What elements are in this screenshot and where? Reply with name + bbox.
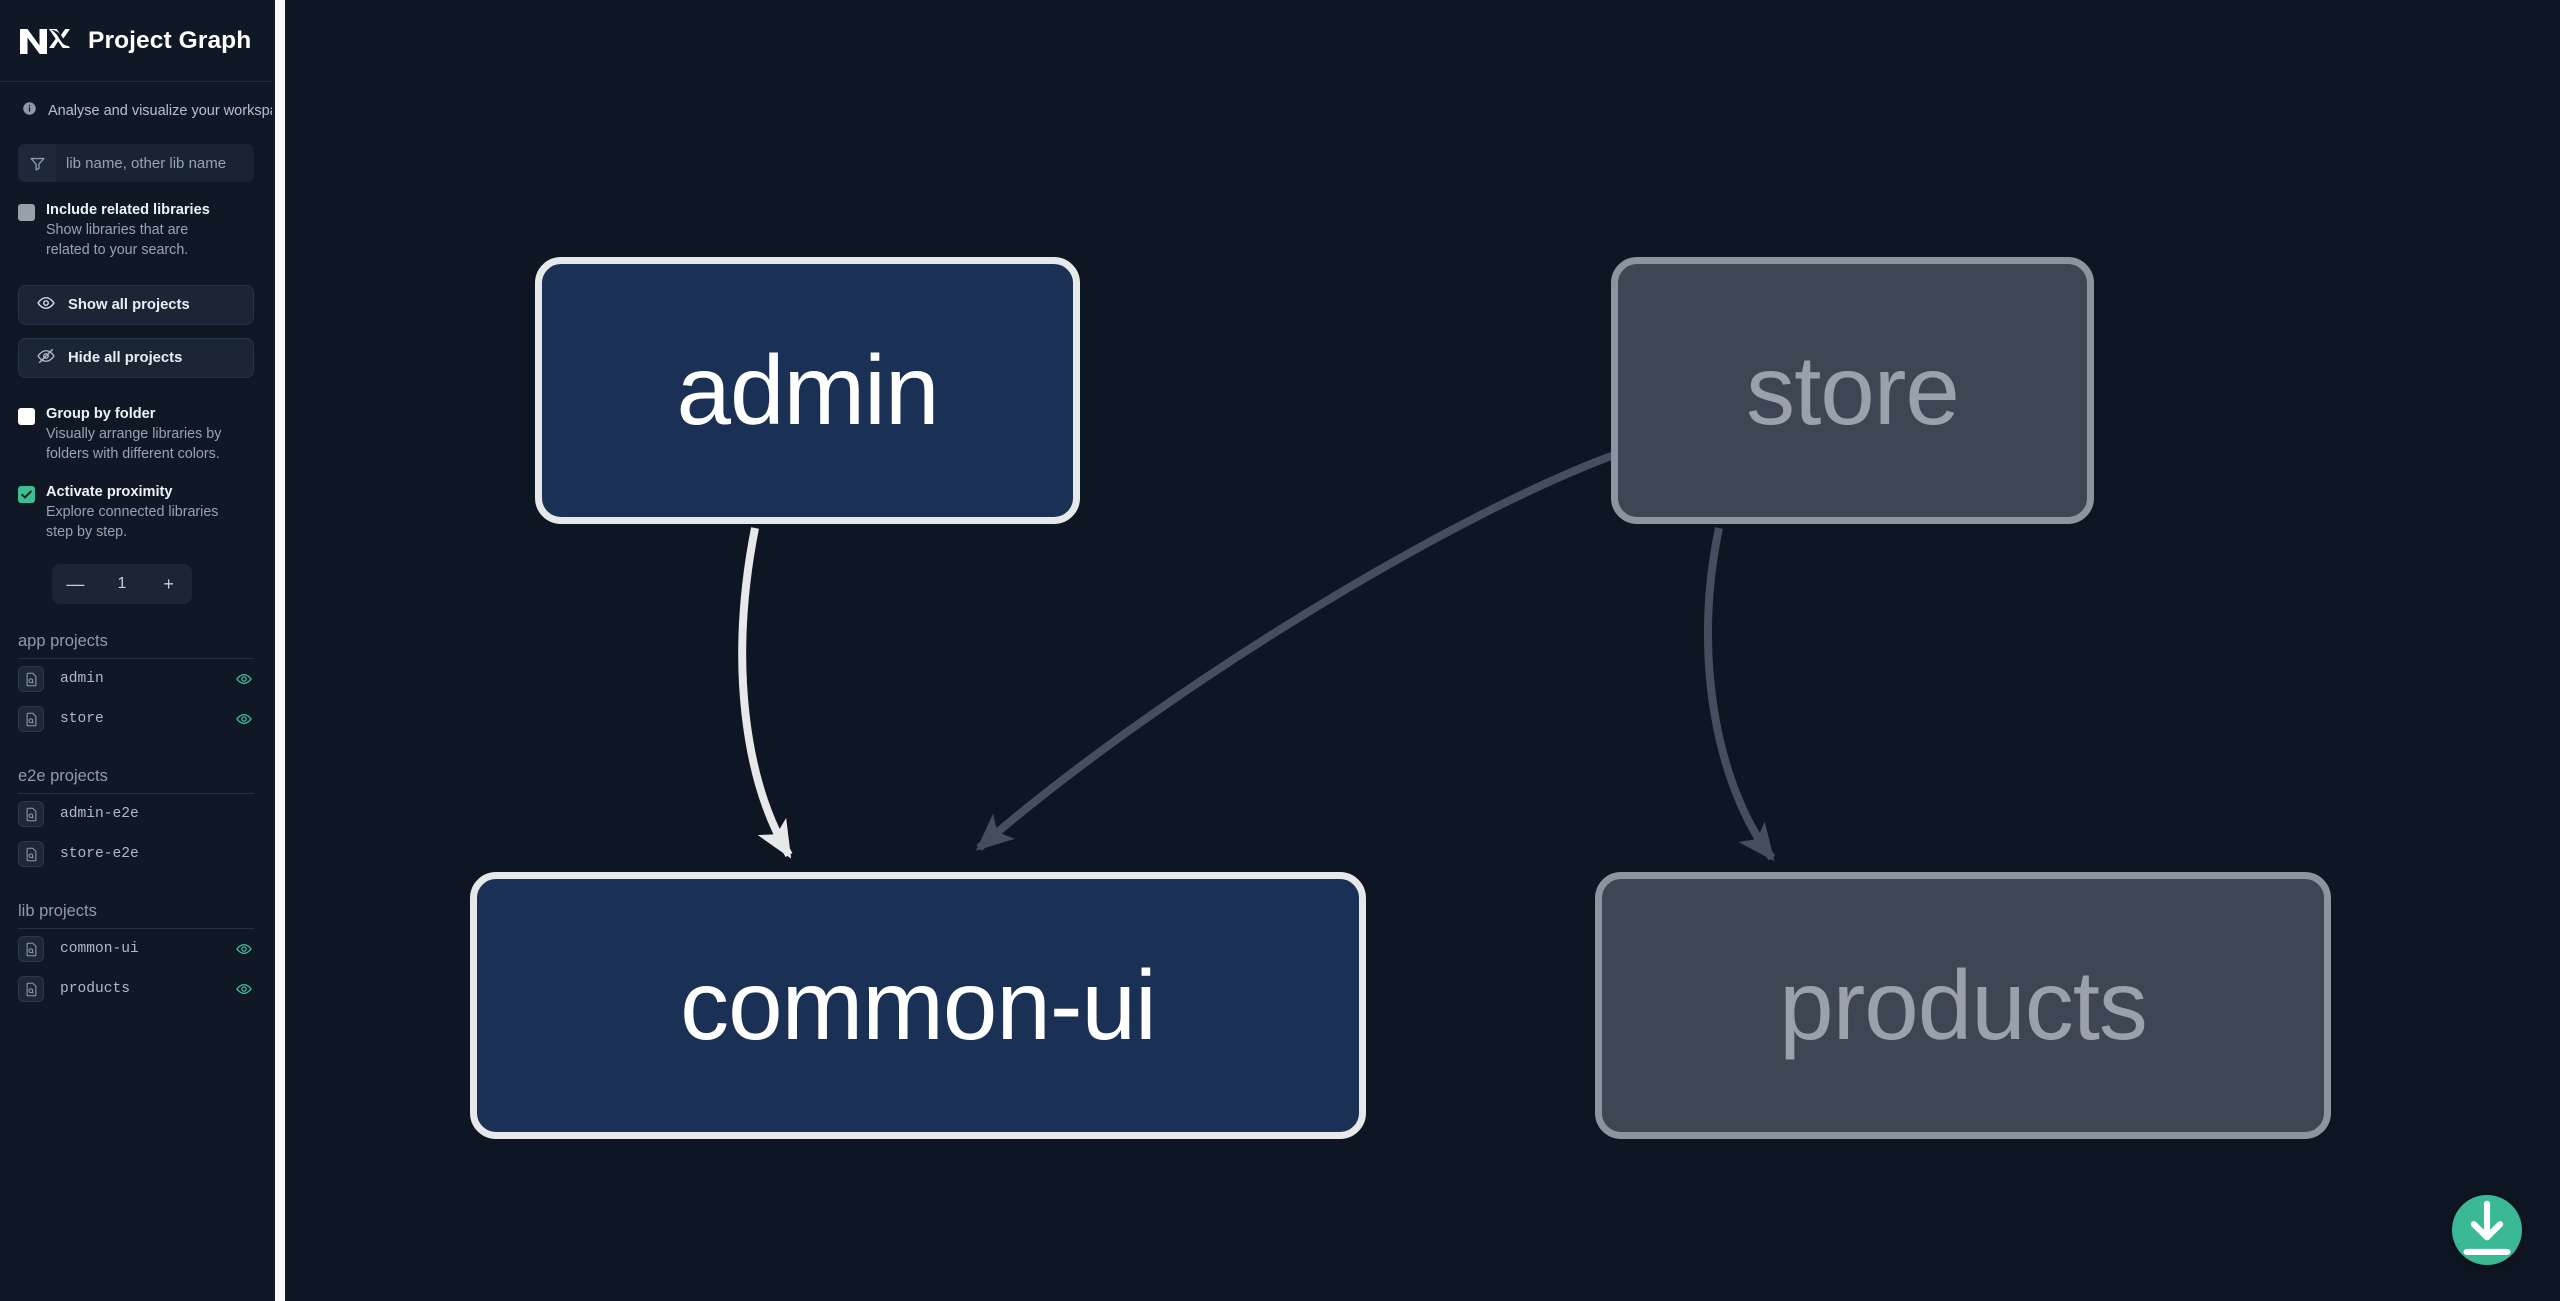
project-file-icon [18,976,44,1002]
proximity-stepper[interactable]: — 1 + [52,564,192,604]
show-all-projects-label: Show all projects [68,297,190,313]
edge-admin-to-common-ui [738,527,793,859]
graph-node-label: store [1746,335,1960,445]
project-row-store-e2e[interactable]: store-e2e [0,834,272,874]
project-file-icon [18,841,44,867]
project-name: store [60,711,104,727]
project-group-title-lib: lib projects [18,902,97,920]
group-divider [18,793,254,794]
include-related-description: Show libraries that are related to your … [46,222,189,258]
graph-node-label: admin [676,335,940,445]
option-include-related[interactable]: Include related libraries Show libraries… [0,201,272,260]
graph-edges [738,451,1776,862]
eye-icon[interactable] [234,711,254,727]
proximity-decrement-button[interactable]: — [52,564,99,604]
page-title: Project Graph [88,26,252,54]
sidebar-header: Project Graph [0,0,272,82]
tagline-text: Analyse and visualize your workspace. [48,103,272,119]
info-icon [22,101,37,121]
project-name: products [60,981,131,997]
project-group-title-e2e: e2e projects [18,767,108,785]
sidebar: Project Graph Analyse and visualize your… [0,0,272,1301]
project-file-icon [18,706,44,732]
project-row-store[interactable]: store [0,699,272,739]
activate-proximity-label: Activate proximity [46,484,173,500]
include-related-label: Include related libraries [46,202,210,218]
project-name: admin-e2e [60,806,139,822]
eye-icon[interactable] [234,981,254,997]
graph-node-label: common-ui [680,950,1157,1060]
graph-canvas[interactable]: admin store common-ui products [289,0,2560,1301]
nx-logo-icon [18,18,70,64]
group-by-folder-label: Group by folder [46,406,156,422]
filter-funnel-icon [18,144,56,182]
hide-all-projects-button[interactable]: Hide all projects [18,338,254,378]
search-input[interactable] [56,144,254,182]
project-file-icon [18,666,44,692]
option-activate-proximity[interactable]: Activate proximity Explore connected lib… [0,483,272,542]
group-divider [18,928,254,929]
project-row-products[interactable]: products [0,969,272,1009]
edge-store-to-products [1703,527,1776,862]
search-bar[interactable] [18,144,254,182]
download-graph-button[interactable] [2452,1195,2522,1265]
graph-node-common-ui[interactable]: common-ui [470,872,1366,1139]
eye-off-icon [37,347,55,370]
project-row-admin[interactable]: admin [0,659,272,699]
tagline: Analyse and visualize your workspace. [0,82,272,121]
include-related-checkbox[interactable] [18,204,35,221]
group-divider [18,658,254,659]
eye-icon[interactable] [234,671,254,687]
eye-icon[interactable] [234,941,254,957]
project-file-icon [18,801,44,827]
group-by-folder-checkbox[interactable] [18,408,35,425]
graph-node-store[interactable]: store [1611,257,2094,524]
graph-node-admin[interactable]: admin [535,257,1080,524]
graph-node-products[interactable]: products [1595,872,2331,1139]
activate-proximity-description: Explore connected libraries step by step… [46,504,219,540]
hide-all-projects-label: Hide all projects [68,350,183,366]
option-group-by-folder[interactable]: Group by folder Visually arrange librari… [0,405,272,464]
project-file-icon [18,936,44,962]
eye-icon [37,294,55,317]
project-group-title-app: app projects [18,632,108,650]
activate-proximity-checkbox[interactable] [18,486,35,503]
project-name: store-e2e [60,846,139,862]
proximity-value: 1 [98,564,146,604]
project-row-common-ui[interactable]: common-ui [0,929,272,969]
sidebar-scrollbar[interactable] [272,0,289,1301]
project-name: admin [60,671,104,687]
show-all-projects-button[interactable]: Show all projects [18,285,254,325]
edge-store-to-common-ui [975,451,1616,852]
project-groups: app projects admin store e2e projects admin-… [0,604,272,1009]
project-name: common-ui [60,941,139,957]
group-by-folder-description: Visually arrange libraries by folders wi… [46,426,222,462]
project-row-admin-e2e[interactable]: admin-e2e [0,794,272,834]
proximity-increment-button[interactable]: + [145,564,192,604]
graph-node-label: products [1779,950,2148,1060]
